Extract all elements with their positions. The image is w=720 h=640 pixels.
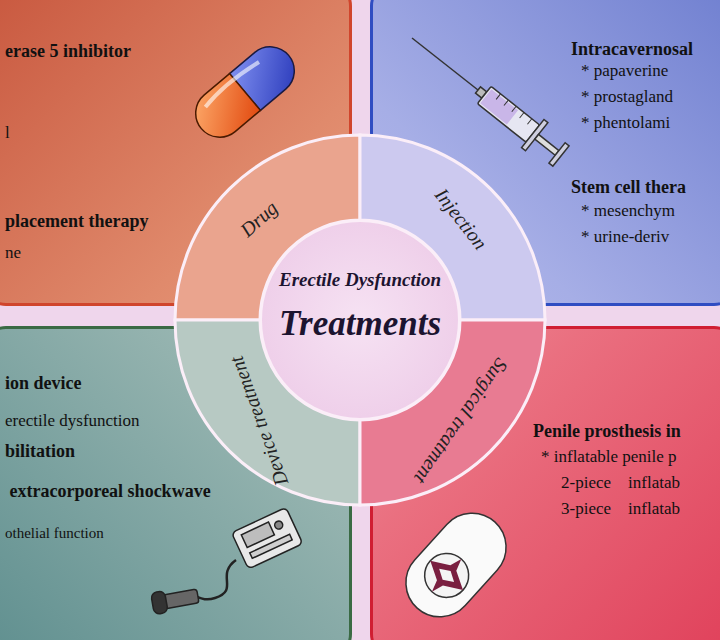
panel-heading: Intracavernosal	[571, 39, 693, 60]
panel-item: * papaverine	[581, 61, 668, 81]
panel-item: * phentolami	[581, 113, 670, 133]
panel-item: * inflatable penile p	[541, 447, 676, 467]
panel-item: l	[5, 123, 10, 143]
panel-item: * mesenchym	[581, 201, 675, 221]
panel-item: othelial function	[5, 525, 104, 542]
panel-heading: bilitation	[5, 441, 75, 462]
panel-item: erectile dysfunction	[5, 411, 140, 431]
pill-capsule	[186, 37, 304, 147]
panel-item: * prostagland	[581, 87, 673, 107]
panel-item: 2-piece inflatab	[561, 473, 680, 493]
center-title: Treatments	[279, 304, 441, 344]
panel-item: 3-piece inflatab	[561, 499, 680, 519]
shockwave-device	[151, 507, 303, 614]
center-circle: Erectile DysfunctionTreatments	[260, 220, 460, 420]
panel-item: ne	[5, 243, 21, 263]
prosthesis-capsule	[392, 499, 520, 631]
panel-heading: placement therapy	[5, 211, 148, 232]
sector-label: Injection	[430, 184, 492, 254]
center-subtitle: Erectile Dysfunction	[279, 269, 441, 291]
panel-item: * urine-deriv	[581, 227, 669, 247]
panel-heading: Penile prosthesis in	[533, 421, 681, 442]
syringe	[412, 38, 572, 170]
panel-heading: Stem cell thera	[571, 177, 686, 198]
panel-heading: ion device	[5, 373, 82, 394]
sector-label: Drug	[236, 197, 283, 242]
panel-heading: extracorporeal shockwave	[5, 481, 211, 502]
panel-heading: erase 5 inhibitor	[5, 41, 131, 62]
